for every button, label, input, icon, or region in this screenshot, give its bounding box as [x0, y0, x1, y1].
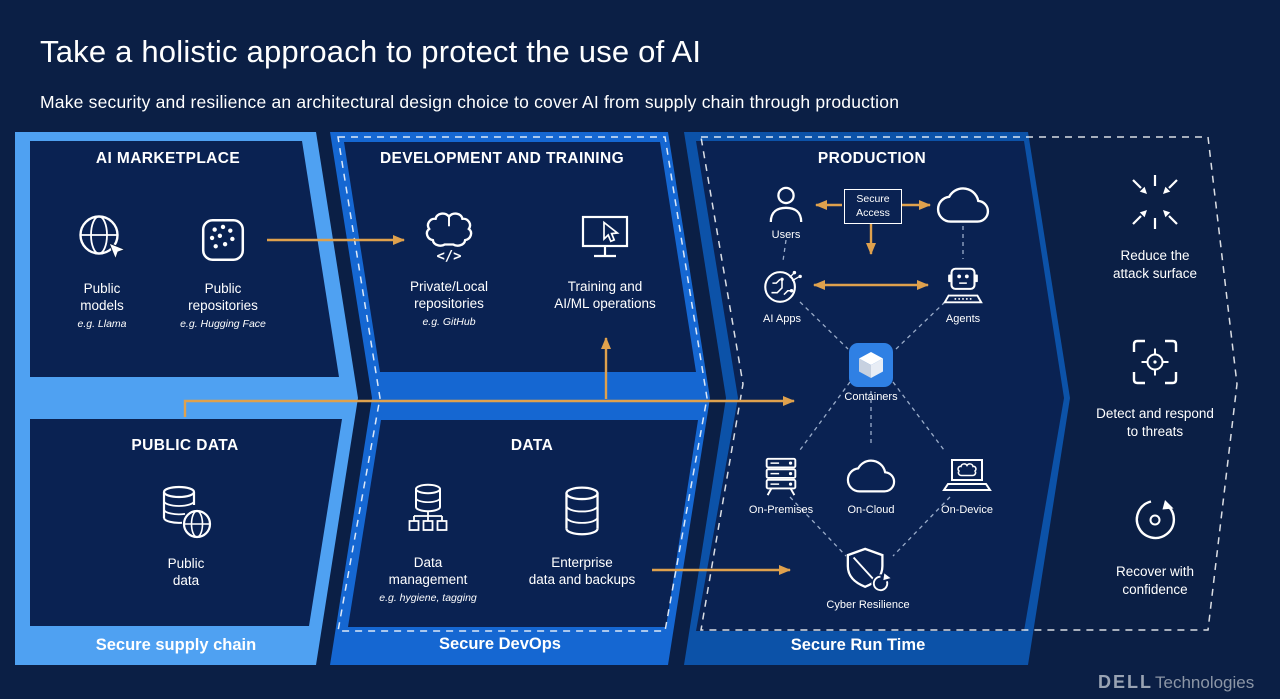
cloud-icon	[846, 452, 896, 500]
item-public-repositories: Public repositories e.g. Hugging Face	[158, 208, 288, 330]
page-title: Take a holistic approach to protect the …	[40, 34, 702, 69]
public-data-title: PUBLIC DATA	[131, 437, 239, 454]
dev-training-title: DEVELOPMENT AND TRAINING	[379, 150, 625, 167]
data-management-example: e.g. hygiene, tagging	[379, 591, 477, 604]
node-on-device: On-Device	[930, 452, 1004, 516]
public-models-label: Public models	[80, 281, 124, 314]
item-public-data: Public data	[134, 477, 238, 590]
node-containers: Containers	[843, 343, 899, 403]
node-agents: Agents	[934, 263, 992, 325]
users-label: Users	[771, 229, 801, 241]
database-globe-icon	[155, 477, 217, 547]
circuit-icon	[760, 263, 804, 309]
node-users: Users	[754, 183, 818, 241]
item-reduce-attack-surface: Reduce the attack surface	[1103, 170, 1207, 282]
brand-technologies: Technologies	[1155, 673, 1255, 692]
brand-dell: DELL	[1098, 672, 1153, 692]
devops-dashed-outline	[337, 136, 708, 632]
code-glyph: </>	[436, 249, 461, 265]
repository-dots-icon	[198, 208, 248, 272]
production-connectors	[782, 226, 964, 557]
on-premises-label: On-Premises	[748, 504, 814, 516]
dashed-outlines	[337, 136, 1238, 632]
node-cloud	[934, 184, 992, 226]
private-repositories-example: e.g. GitHub	[422, 315, 476, 328]
cloud-icon	[936, 184, 990, 226]
containers-label: Containers	[844, 391, 898, 403]
training-operations-label: Training and AI/ML operations	[554, 279, 656, 312]
public-repositories-label: Public repositories	[188, 281, 258, 314]
arrow-publicdata-to-containers	[183, 396, 795, 417]
server-icon	[760, 452, 802, 500]
secure-access-box: Secure Access	[844, 189, 902, 225]
database-icon	[557, 478, 607, 546]
recover-cycle-icon	[1129, 490, 1181, 550]
runtime-footer: Secure Run Time	[790, 636, 926, 654]
runtime-dashed-outline	[700, 136, 1238, 631]
user-icon	[767, 183, 805, 225]
globe-cursor-icon	[73, 206, 131, 272]
item-training-operations: Training and AI/ML operations	[536, 206, 674, 313]
node-on-premises: On-Premises	[742, 452, 820, 516]
item-private-repositories: </> Private/Local repositories e.g. GitH…	[383, 204, 515, 328]
public-repositories-example: e.g. Hugging Face	[180, 317, 266, 330]
dev-training-box	[344, 142, 696, 372]
flow-arrows	[183, 200, 931, 575]
public-models-example: e.g. Llama	[77, 317, 127, 330]
page-subtitle: Make security and resilience an architec…	[40, 92, 900, 112]
item-recover-confidence: Recover with confidence	[1101, 490, 1209, 598]
ai-apps-label: AI Apps	[763, 313, 801, 325]
recover-confidence-label: Recover with confidence	[1115, 564, 1195, 597]
brand-logo: DELL Technologies	[1098, 672, 1254, 693]
brain-code-icon: </>	[419, 204, 479, 270]
enterprise-data-label: Enterprise data and backups	[528, 555, 636, 588]
converge-arrows-icon	[1125, 170, 1185, 234]
item-public-models: Public models e.g. Llama	[54, 206, 150, 330]
data-box	[348, 420, 698, 627]
shield-refresh-icon	[844, 545, 892, 595]
agents-label: Agents	[945, 313, 981, 325]
data-management-label: Data management	[388, 555, 468, 588]
reduce-attack-surface-label: Reduce the attack surface	[1112, 248, 1198, 281]
on-cloud-label: On-Cloud	[847, 504, 895, 516]
data-title: DATA	[510, 437, 554, 454]
cyber-resilience-label: Cyber Resilience	[826, 599, 910, 611]
item-enterprise-data: Enterprise data and backups	[518, 478, 646, 589]
laptop-brain-icon	[942, 452, 992, 500]
on-device-label: On-Device	[941, 504, 993, 516]
marketplace-title: AI MARKETPLACE	[95, 150, 241, 167]
node-on-cloud: On-Cloud	[843, 452, 899, 516]
private-repositories-label: Private/Local repositories	[409, 279, 489, 312]
detect-respond-label: Detect and respond to threats	[1096, 406, 1214, 439]
target-detect-icon	[1129, 332, 1181, 392]
production-title: PRODUCTION	[817, 150, 927, 167]
agent-robot-icon	[940, 263, 986, 309]
devops-footer: Secure DevOps	[439, 635, 561, 653]
monitor-cursor-icon	[577, 206, 633, 270]
database-tree-icon	[399, 476, 457, 546]
public-data-label: Public data	[167, 556, 205, 589]
container-cube-icon	[849, 343, 893, 387]
node-ai-apps: AI Apps	[750, 263, 814, 325]
supply-chain-footer: Secure supply chain	[95, 636, 257, 654]
marketplace-box	[30, 141, 339, 377]
item-detect-respond: Detect and respond to threats	[1078, 332, 1232, 440]
item-data-management: Data management e.g. hygiene, tagging	[362, 476, 494, 604]
node-cyber-resilience: Cyber Resilience	[820, 545, 916, 611]
